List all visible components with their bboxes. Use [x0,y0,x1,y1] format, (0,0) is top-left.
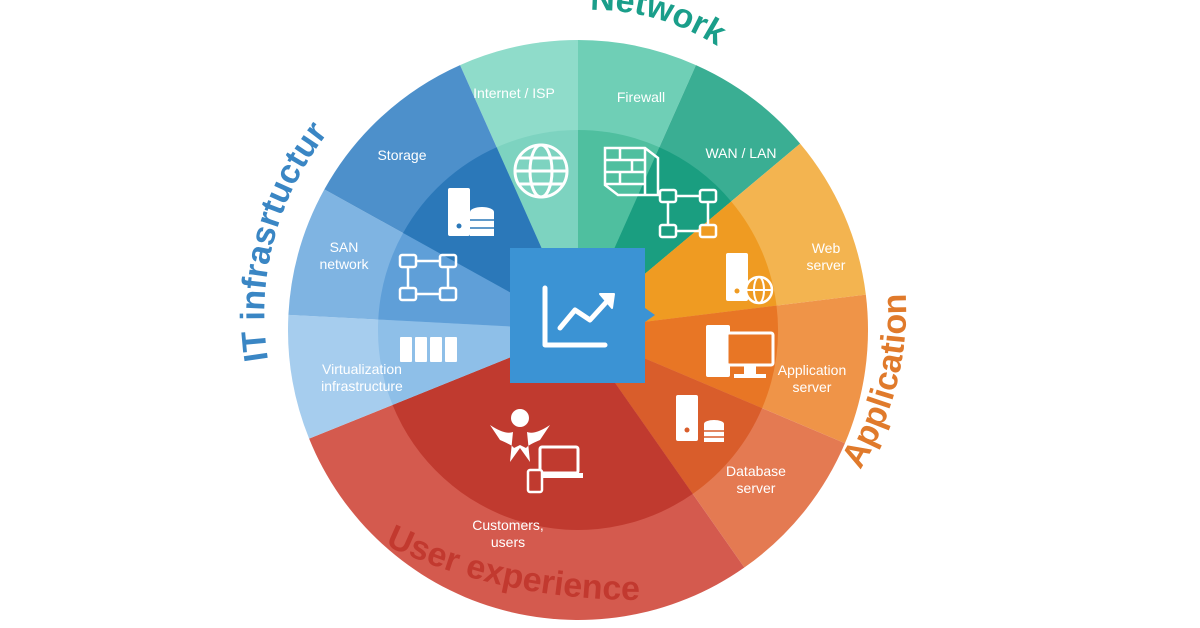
segment-label-storage: Storage [377,147,426,163]
segment-label-wan: WAN / LAN [705,145,776,161]
segment-label-line: Virtualization [322,361,402,377]
segment-label-line: WAN / LAN [705,145,776,161]
desktop-icon [706,325,775,378]
users-devices-icon [490,409,583,494]
network-nodes-icon [398,253,458,302]
segment-label-line: Firewall [617,89,665,105]
segment-label-users: Customers,users [472,517,544,550]
segment-label-line: server [793,379,832,395]
network-nodes-icon [658,188,718,239]
segment-label-line: Storage [377,147,426,163]
segment-label-line: Database [726,463,786,479]
segment-label-line: server [737,480,776,496]
segment-label-line: infrastructure [321,378,403,394]
segment-label-firewall: Firewall [617,89,665,105]
segment-label-line: network [319,256,369,272]
segment-label-line: Application [778,362,847,378]
globe-icon [513,143,569,199]
segment-label-line: SAN [330,239,359,255]
web-server-icon [726,253,774,305]
segment-label-line: Customers, [472,517,544,533]
segment-label-line: server [807,257,846,273]
segment-label-line: users [491,534,525,550]
center-tile [510,248,655,383]
storage-icon [448,188,494,236]
database-server-icon [676,395,724,442]
segment-label-line: Internet / ISP [473,85,555,101]
category-label-it-infrastructure: IT infrasrtucture [0,0,334,364]
segment-label-internet: Internet / ISP [473,85,555,101]
segment-label-line: Web [812,240,841,256]
firewall-icon [603,146,660,197]
growth-chart-icon [542,285,615,348]
servers-rack-icon [400,337,457,362]
